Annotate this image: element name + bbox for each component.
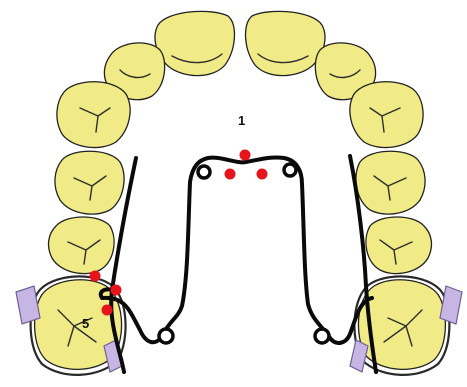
bracket-right — [440, 286, 462, 324]
contact-point-left-molar-lower — [102, 305, 113, 316]
tooth-left-canine — [57, 82, 130, 148]
tube-right — [350, 340, 368, 372]
contact-point-midline — [240, 150, 251, 161]
contact-point-left-molar-upper — [111, 285, 122, 296]
tooth-right-central-incisor — [246, 11, 325, 75]
wire-appliance — [101, 156, 376, 372]
label-1: 1 — [238, 113, 245, 128]
tooth-right-canine — [350, 82, 423, 148]
tooth-right-second-premolar — [366, 217, 432, 274]
bracket-left — [16, 286, 40, 324]
contact-point-midline-right — [257, 169, 268, 180]
label-5: 5 — [82, 316, 89, 331]
right-helix-loop — [284, 164, 296, 176]
left-teeth — [16, 11, 234, 374]
contact-point-midline-left — [225, 169, 236, 180]
contact-point-left-premolar — [90, 271, 101, 282]
right-distal-loop — [315, 329, 329, 343]
tooth-left-first-premolar — [55, 151, 124, 214]
left-helix-loop — [198, 166, 210, 178]
palatal-wire — [101, 157, 372, 342]
tooth-right-first-premolar — [356, 151, 425, 214]
tooth-left-second-premolar — [49, 217, 115, 274]
left-distal-loop — [159, 329, 173, 343]
tooth-left-central-incisor — [155, 11, 234, 75]
